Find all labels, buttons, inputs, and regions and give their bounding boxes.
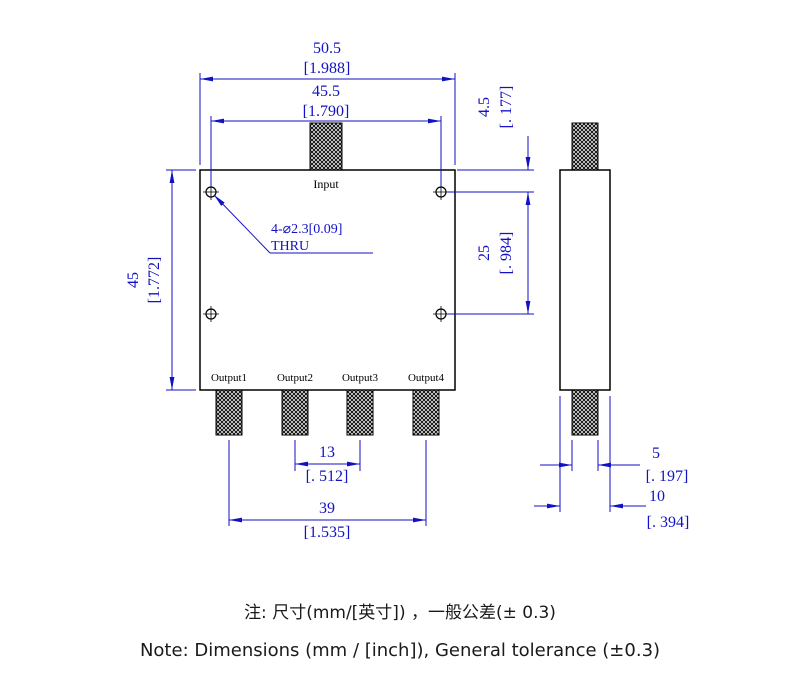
output-label-2: Output2 (277, 372, 313, 384)
output-label-4: Output4 (408, 372, 445, 384)
dim-hole-pitch-inch: [. 984] (498, 232, 515, 275)
front-view: Input Output1 Output2 Output3 Output4 (199, 122, 456, 436)
output-connector-2 (281, 389, 309, 436)
dim-body-height-mm: 45 (125, 272, 142, 288)
dim-connector-width-mm: 5 (652, 445, 660, 462)
technical-drawing: Input Output1 Output2 Output3 Output4 (125, 40, 689, 541)
dim-body-height: 45 [1.772] (125, 169, 196, 391)
input-label: Input (313, 177, 339, 191)
hole-center-mark (203, 184, 219, 200)
output-label-1: Output1 (211, 372, 247, 384)
dim-connector-width-inch: [. 197] (646, 468, 689, 485)
dim-output-pitch: 13 [. 512] (294, 440, 361, 485)
dim-hole-top-offset-mm: 4.5 (476, 97, 493, 117)
output-connector-4 (412, 389, 440, 436)
mounting-hole-bottom-right (433, 306, 449, 322)
dim-hole-pitch: 25 [. 984] (448, 192, 534, 315)
output-connector-1 (215, 389, 243, 436)
callout-hole-spec: 4-⌀2.3[0.09] (271, 222, 342, 237)
mounting-hole-bottom-left (203, 306, 219, 322)
output-connector-3 (346, 389, 374, 436)
dim-body-thickness-mm: 10 (649, 488, 665, 505)
device-body-front (199, 169, 456, 391)
dim-overall-width-mm: 50.5 (313, 40, 341, 57)
hole-callout: 4-⌀2.3[0.09] THRU (213, 194, 373, 254)
dim-hole-span-inch: [1.790] (303, 103, 350, 120)
output-label-3: Output3 (342, 372, 379, 384)
dim-output-span: 39 [1.535] (228, 440, 427, 541)
callout-thru: THRU (271, 239, 309, 254)
dim-body-height-inch: [1.772] (146, 257, 163, 304)
dim-overall-width: 50.5 [1.988] (199, 40, 456, 165)
hole-center-mark (433, 184, 449, 200)
callout-leader-line (213, 194, 271, 254)
mounting-hole-top-left (203, 184, 219, 200)
note-chinese: 注: 尺寸(mm/[英寸]) ，一般公差(± 0.3) (244, 603, 556, 623)
mounting-hole-top-right (433, 184, 449, 200)
dim-output-span-inch: [1.535] (304, 524, 351, 541)
dim-body-thickness: 10 [. 394] (534, 396, 689, 531)
dim-output-span-mm: 39 (319, 500, 335, 517)
dim-hole-top-offset-inch: [. 177] (498, 86, 515, 129)
dim-output-pitch-mm: 13 (319, 444, 335, 461)
dim-hole-span-mm: 45.5 (312, 83, 340, 100)
dim-hole-pitch-mm: 25 (476, 245, 493, 261)
note-english: Note: Dimensions (mm / [inch]), General … (139, 640, 661, 661)
hole-center-mark (433, 306, 449, 322)
hole-center-mark (203, 306, 219, 322)
device-body-side (559, 169, 611, 391)
dim-hole-span: 45.5 [1.790] (210, 83, 442, 186)
side-bottom-connector (571, 389, 599, 436)
dim-output-pitch-inch: [. 512] (306, 468, 349, 485)
dim-overall-width-inch: [1.988] (304, 60, 351, 77)
input-connector (309, 122, 343, 171)
dim-hole-top-offset: 4.5 [. 177] (448, 86, 534, 193)
dim-body-thickness-inch: [. 394] (647, 514, 690, 531)
side-top-connector (571, 122, 599, 171)
side-view (559, 122, 611, 436)
dim-connector-width: 5 [. 197] (540, 440, 688, 485)
